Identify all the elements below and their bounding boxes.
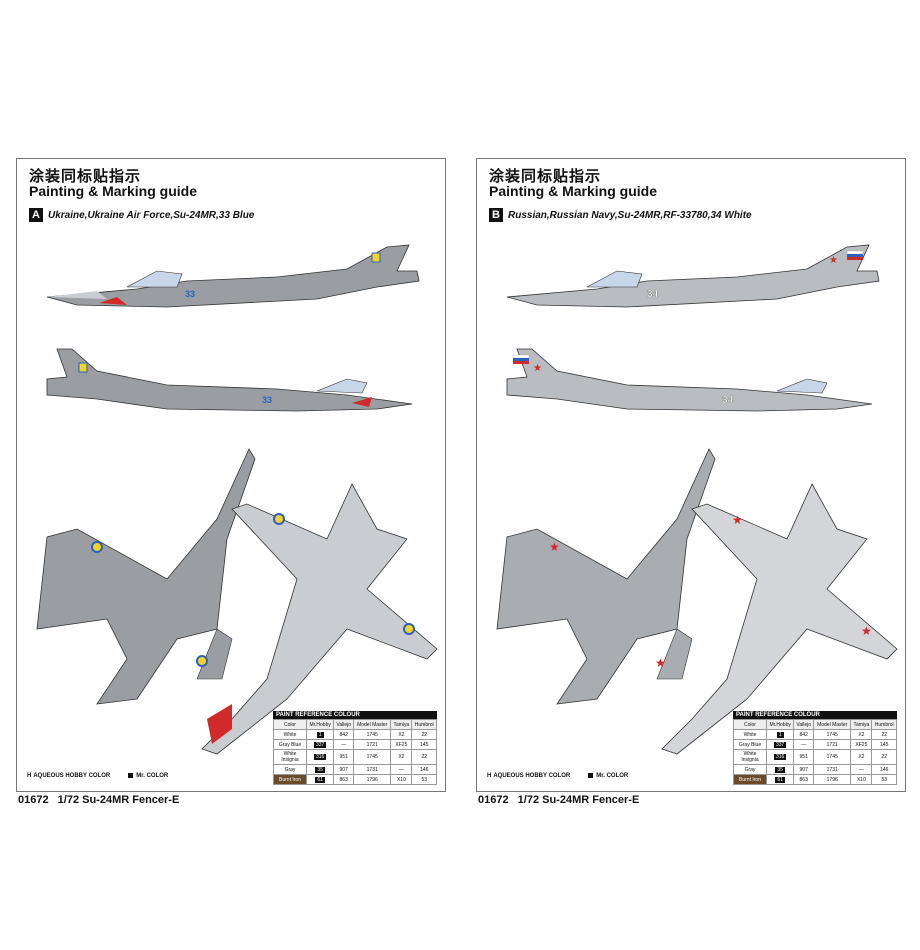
mr-color-legend: Mr. COLOR [128, 773, 168, 779]
table-row: Gray 35 907 1731 — 146 [733, 764, 897, 775]
marking-sheet-a: 涂装同标贴指示 Painting & Marking guide A Ukrai… [16, 158, 446, 792]
red-star-icon: ★ [533, 363, 542, 374]
header-vallejo: Vallejo [333, 719, 355, 730]
scheme-header: B Russian,Russian Navy,Su-24MR,RF-33780,… [489, 207, 752, 223]
aircraft-side-view-right: 33 [46, 348, 413, 412]
header-tamiya: Tamiya [390, 719, 413, 730]
paint-reference-table: PAINT REFERENCE COLOUR Color Mr.Hobby Va… [733, 711, 897, 785]
aircraft-top-view: ★ ★ [496, 448, 716, 705]
title-english: Painting & Marking guide [489, 183, 658, 199]
title-chinese: 涂装同标贴指示 [29, 167, 142, 185]
header-model-master: Model Master [813, 719, 852, 730]
title-chinese: 涂装同标贴指示 [489, 167, 602, 185]
header-vallejo: Vallejo [793, 719, 815, 730]
red-star-icon: ★ [732, 513, 743, 527]
table-row: White Insignia 316 951 1745 X2 22 [273, 749, 437, 765]
black-square-icon [588, 773, 594, 778]
footer-left: 01672 1/72 Su-24MR Fencer-E [18, 794, 179, 806]
header-mr-hobby: Mr.Hobby [765, 719, 795, 730]
scheme-letter-badge: A [29, 208, 43, 222]
aircraft-side-view-right: 34 ★ [506, 348, 873, 412]
marking-sheet-b: 涂装同标贴指示 Painting & Marking guide B Russi… [476, 158, 906, 792]
aircraft-bottom-view [201, 483, 438, 755]
aircraft-top-view [36, 448, 256, 705]
scheme-letter-badge: B [489, 208, 503, 222]
kit-name: 1/72 Su-24MR Fencer-E [517, 794, 640, 806]
table-row: Gray Blue 337 — 1721 XF25 145 [273, 739, 437, 750]
paint-reference-table: PAINT REFERENCE COLOUR Color Mr.Hobby Va… [273, 711, 437, 785]
aircraft-side-view-left: 33 [46, 244, 420, 308]
scheme-name: Russian,Russian Navy,Su-24MR,RF-33780,34… [508, 209, 752, 221]
kit-code: 01672 [18, 794, 49, 806]
tail-number-fuselage-2: 33 [262, 395, 272, 405]
table-row: Gray 35 907 1731 — 146 [273, 764, 437, 775]
red-star-icon: ★ [829, 255, 838, 266]
aircraft-bottom-view: ★ ★ [661, 483, 898, 755]
paint-table-header: Color Mr.Hobby Vallejo Model Master Tami… [273, 719, 437, 730]
table-row: White 1 842 1745 X2 22 [273, 729, 437, 740]
aircraft-side-view-left: 34 ★ [506, 244, 880, 308]
red-star-icon: ★ [861, 624, 872, 638]
kit-code: 01672 [478, 794, 509, 806]
aircraft-illustration: 34 ★ 34 ★ ★ ★ ★ ★ [496, 244, 898, 755]
red-star-icon: ★ [549, 540, 560, 554]
header-tamiya: Tamiya [850, 719, 873, 730]
mr-color-legend: Mr. COLOR [588, 773, 628, 779]
table-row: Gray Blue 337 — 1721 XF25 145 [733, 739, 897, 750]
header-mr-hobby: Mr.Hobby [305, 719, 335, 730]
table-row: White 1 842 1745 X2 22 [733, 729, 897, 740]
scheme-name: Ukraine,Ukraine Air Force,Su-24MR,33 Blu… [48, 209, 255, 221]
header-humbrol: Humbrol [871, 719, 897, 730]
header-color: Color [273, 719, 307, 730]
red-star-icon: ★ [655, 656, 666, 670]
tail-number-fuselage-2: 34 [722, 395, 734, 406]
tail-number-fuselage: 34 [647, 289, 659, 300]
black-square-icon [128, 773, 134, 778]
aircraft-illustration: 33 33 [36, 244, 438, 755]
paint-table-header: Color Mr.Hobby Vallejo Model Master Tami… [733, 719, 897, 730]
header-model-master: Model Master [353, 719, 392, 730]
paint-table-caption: PAINT REFERENCE COLOUR [273, 711, 437, 719]
tail-number-fuselage: 33 [185, 289, 195, 299]
paint-table-caption: PAINT REFERENCE COLOUR [733, 711, 897, 719]
table-row: Burnt Iron 61 863 1796 X10 53 [733, 774, 897, 785]
table-row: White Insignia 316 951 1745 X2 22 [733, 749, 897, 765]
title-english: Painting & Marking guide [29, 183, 198, 199]
table-row: Burnt Iron 61 863 1796 X10 53 [273, 774, 437, 785]
scheme-header: A Ukraine,Ukraine Air Force,Su-24MR,33 B… [29, 207, 254, 223]
header-color: Color [733, 719, 767, 730]
footer-right: 01672 1/72 Su-24MR Fencer-E [478, 794, 639, 806]
header-humbrol: Humbrol [411, 719, 437, 730]
kit-name: 1/72 Su-24MR Fencer-E [57, 794, 180, 806]
